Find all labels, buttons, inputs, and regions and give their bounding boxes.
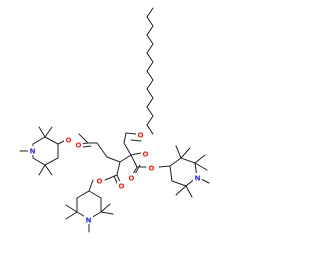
alkyl-chain: [146, 7, 154, 135]
oxygen-label-left-carbonyl: O: [76, 142, 82, 150]
nitrogen-label-right-ring: N: [195, 175, 201, 183]
piperidine-ring-upper-left: [19, 126, 69, 176]
nitrogen-label-upper-left-ring: N: [30, 148, 36, 156]
piperidine-ring-right: [158, 145, 210, 198]
oxygen-label-bottom-carbonyl: O: [119, 183, 125, 191]
oxygen-label-bottom-ester: O: [97, 178, 103, 186]
oxygen-label-upper-ester: O: [143, 151, 149, 159]
oxygen-label-left-ester: O: [66, 137, 72, 145]
oxygen-label-right-carbonyl: O: [129, 175, 135, 183]
oxygen-label-right-ester: O: [149, 165, 155, 173]
nitrogen-label-bottom-ring: N: [86, 217, 92, 225]
structure-diagram: O O O O O O O O N N N: [19, 7, 210, 233]
oxygen-label-upper-ester-carbonyl: O: [138, 132, 144, 140]
molecule-svg: O O O O O O O O N N N: [19, 7, 210, 233]
atom-labels: O O O O O O O O N N N: [28, 130, 202, 225]
